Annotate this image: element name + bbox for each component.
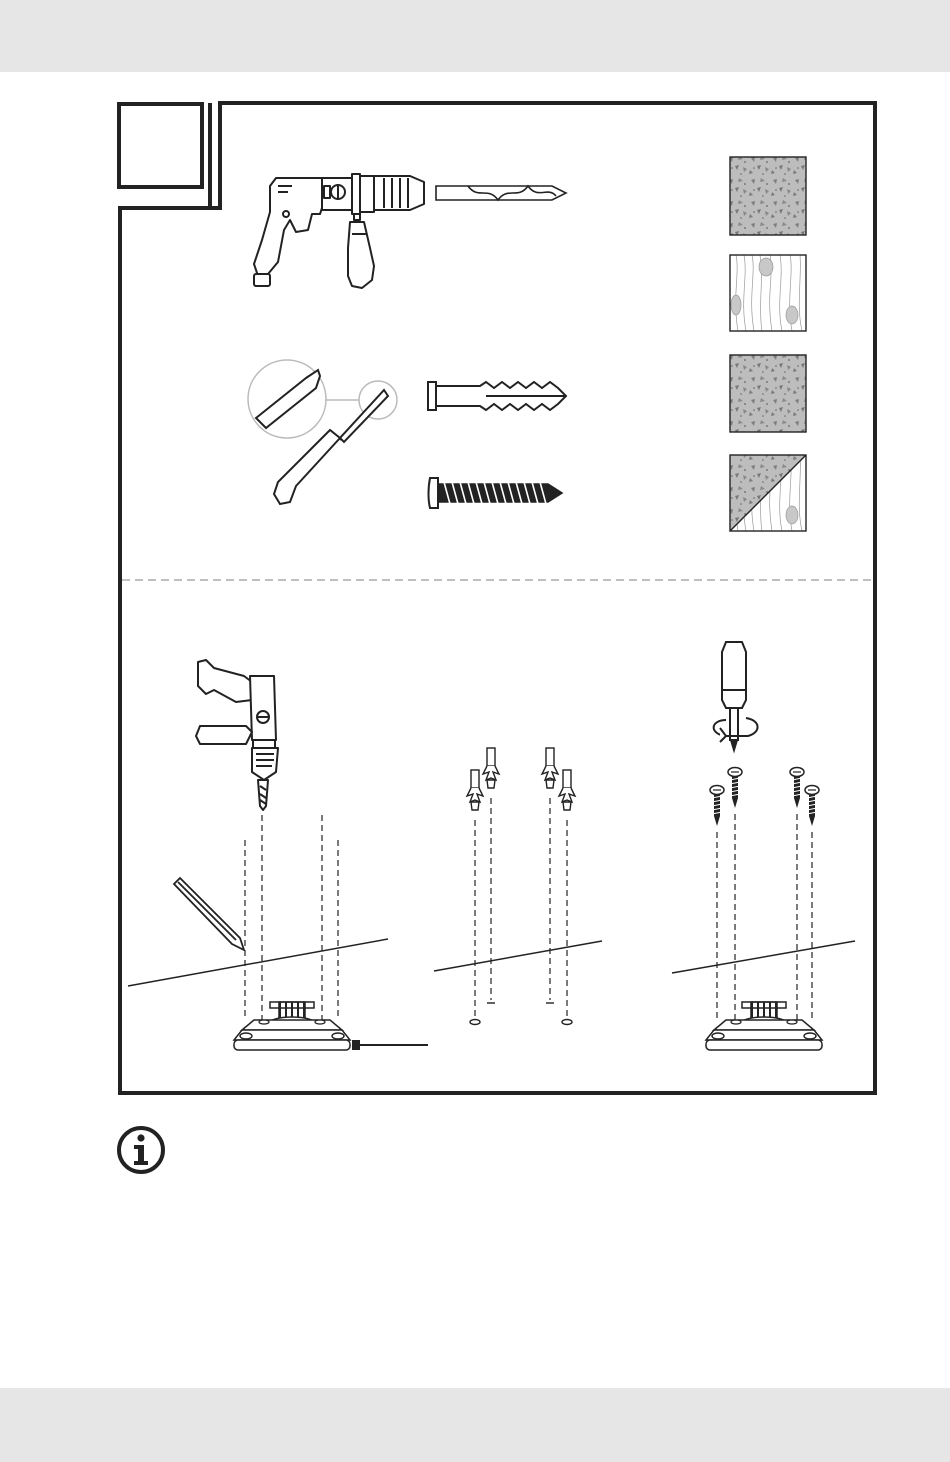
drill-icon <box>196 660 278 810</box>
pencil-icon <box>174 878 244 950</box>
wall-line <box>128 939 388 986</box>
wall-plug-icon <box>428 382 566 410</box>
page-footer-band <box>0 1388 950 1462</box>
wood-swatch <box>730 255 806 331</box>
step-number-box <box>119 104 202 187</box>
wall-plug-icon <box>467 748 575 810</box>
concrete-swatch <box>730 157 806 235</box>
screwdriver-icon <box>248 360 397 504</box>
base-plate-icon <box>706 1002 822 1050</box>
drill-bit-icon <box>436 186 566 200</box>
wall-line <box>672 941 855 973</box>
drill-icon <box>254 174 424 288</box>
screw-icon <box>710 768 819 827</box>
drill-holes <box>470 1003 572 1025</box>
concrete-wood-swatch <box>730 455 806 531</box>
screw-icon <box>429 478 563 508</box>
info-icon <box>116 1125 166 1175</box>
wall-line <box>434 941 602 971</box>
drill-guide-lines <box>245 815 338 1020</box>
screw-guide-lines <box>717 814 812 1020</box>
plug-guide-lines <box>475 798 567 1018</box>
concrete-swatch <box>730 355 806 432</box>
base-plate-icon <box>234 1002 350 1050</box>
cable-plug <box>352 1040 360 1050</box>
